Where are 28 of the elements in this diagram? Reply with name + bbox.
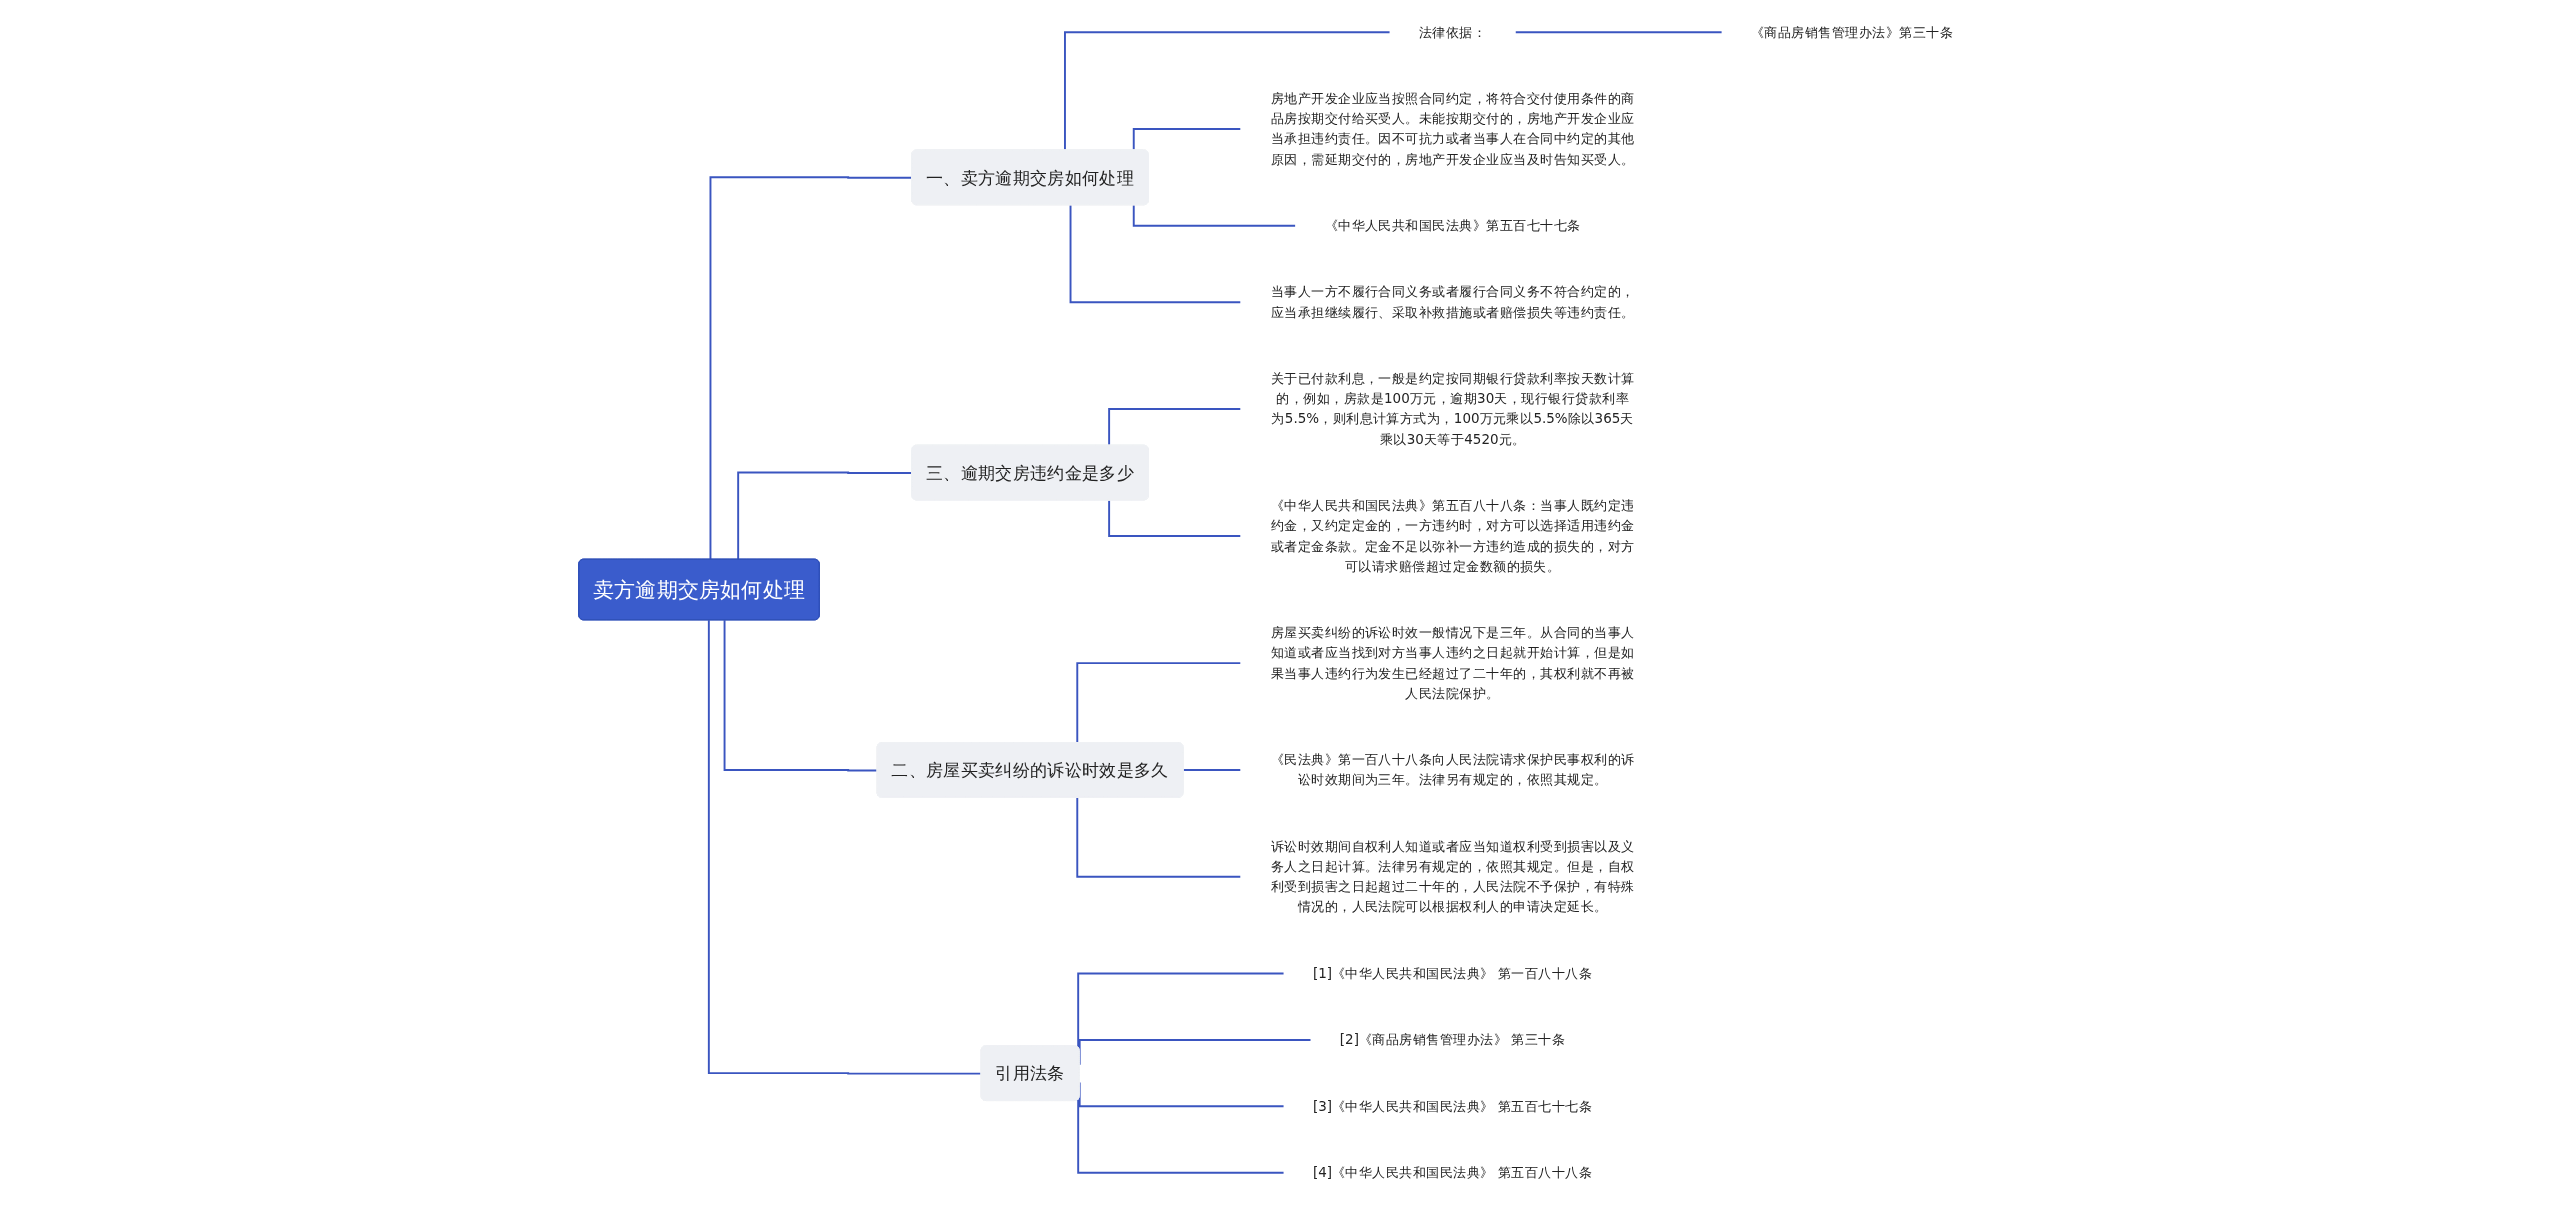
connector — [1076, 796, 1242, 878]
connector — [1132, 204, 1297, 227]
connector — [1076, 972, 1285, 1049]
node-text: 诉讼时效期间自权利人知道或者应当知道权利受到损害以及义务人之日起计算。法律另有规定的，依照其规定。但是，自权利受到损害之日起超过二十年的，人民法院不予保护，有特殊情况的，人民法院可以根据权利人的申请决定延长。 — [1270, 838, 1635, 915]
node-text: 关于已付款利息，一般是约定按同期银行贷款利率按天数计算的，例如，房款是100万元，逾期30天，现行银行贷款利率为5.5%，则利息计算方式为，100万元乘以5.5%除以365天乘以30天等于4520元。 — [1270, 370, 1635, 447]
node-text: 《中华人民共和国民法典》第五百七十七条 — [1324, 217, 1581, 233]
connector — [736, 471, 913, 561]
node-text: [4]《中华人民共和国民法典》 第五百八十八条 — [1312, 1164, 1592, 1180]
node-text: 《民法典》第一百八十八条向人民法院请求保护民事权利的诉讼时效期间为三年。法律另有规定的，依照其规定。 — [1270, 751, 1635, 788]
connector — [1107, 408, 1242, 447]
node-text: 《商品房销售管理办法》第三十条 — [1750, 24, 1953, 40]
connector — [1069, 204, 1242, 304]
node-text: 房屋买卖纠纷的诉讼时效一般情况下是三年。从合同的当事人知道或者应当找到对方当事人违约之日起就开始计算，但是如果当事人违约行为发生已经超过了二十年的，其权利就不再被人民法院保护。 — [1270, 624, 1635, 701]
connector — [1078, 1038, 1312, 1066]
node-text: [2]《商品房销售管理办法》 第三十条 — [1339, 1031, 1566, 1048]
node-text: [1]《中华人民共和国民法典》 第一百八十八条 — [1312, 965, 1592, 981]
node-text: 《中华人民共和国民法典》第五百八十八条：当事人既约定违约金，又约定定金的，一方违约时，对方可以选择适用违约金或者定金条款。定金不足以弥补一方违约造成的损失的，对方可以请求赔偿超过定金数额的损失。 — [1270, 497, 1635, 574]
connector — [1513, 31, 1723, 34]
connector — [1076, 662, 1242, 744]
connector — [1182, 769, 1242, 772]
connector — [1078, 1081, 1285, 1108]
connector — [1076, 1098, 1285, 1174]
connector — [709, 176, 913, 561]
node-text: 房地产开发企业应当按照合同约定，将符合交付使用条件的商品房按期交付给买受人。未能按期交付的，房地产开发企业应当承担违约责任。因不可抗力或者当事人在合同中约定的其他原因，需延期交付的，房地产开发企业应当及时告知买受人。 — [1270, 90, 1635, 167]
node-text: 当事人一方不履行合同义务或者履行合同义务不符合约定的，应当承担继续履行、采取补救措施或者赔偿损失等违约责任。 — [1270, 283, 1635, 320]
node-text: [3]《中华人民共和国民法典》 第五百七十七条 — [1312, 1098, 1592, 1114]
connector — [1107, 499, 1242, 538]
node-text: 法律依据： — [1418, 24, 1486, 40]
